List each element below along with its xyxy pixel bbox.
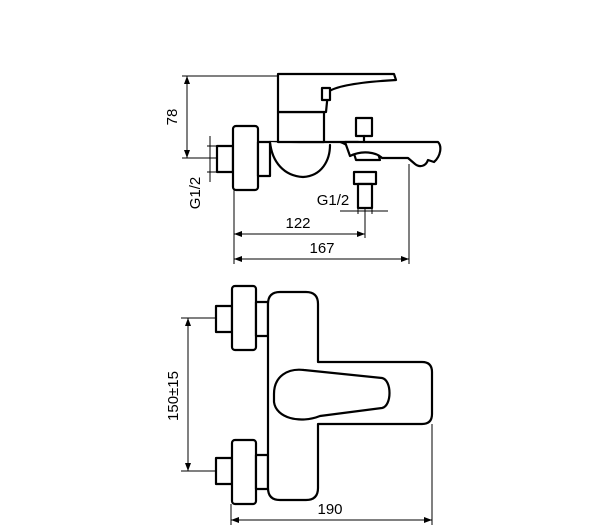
side-diverter-knob (354, 116, 374, 138)
side-view: 78 G1/2 G1/2 122 (164, 72, 442, 264)
dim-label-centers-150: 150±15 (165, 371, 182, 421)
dim-label-width-190: 190 (317, 501, 342, 518)
dim-depth-167 (234, 164, 410, 264)
dim-label-spout-122: 122 (285, 215, 310, 232)
dim-height-78 (182, 75, 278, 159)
front-view: 150±15 190 (165, 284, 434, 525)
front-lower-inlet-thread (214, 456, 234, 486)
side-body-lower (268, 140, 332, 179)
dim-inlet-thread (207, 136, 217, 182)
front-lever-handle (272, 368, 391, 421)
dim-width-190 (230, 424, 433, 525)
side-lever-handle (276, 72, 398, 114)
front-upper-nut (254, 300, 270, 338)
dim-label-depth-167: 167 (309, 240, 334, 257)
dim-centers-150 (181, 317, 216, 472)
side-outlet-thread (356, 182, 374, 210)
dim-label-inlet-thread: G1/2 (187, 177, 204, 210)
front-upper-inlet-thread (214, 304, 234, 334)
dim-outlet-thread (340, 196, 388, 214)
dim-label-height-78: 78 (164, 109, 181, 126)
side-wall-flange (231, 124, 260, 192)
side-shower-outlet (352, 170, 378, 186)
front-upper-flange (230, 284, 258, 352)
front-lower-nut (254, 453, 270, 491)
side-inlet-thread (215, 144, 235, 174)
side-cartridge-column (276, 110, 326, 144)
side-connector-nut (256, 140, 272, 178)
front-lower-flange (230, 438, 258, 506)
dim-label-outlet-thread: G1/2 (317, 192, 350, 209)
dim-spout-122 (233, 190, 366, 264)
side-lever-button (320, 86, 332, 102)
side-spout (343, 140, 442, 168)
